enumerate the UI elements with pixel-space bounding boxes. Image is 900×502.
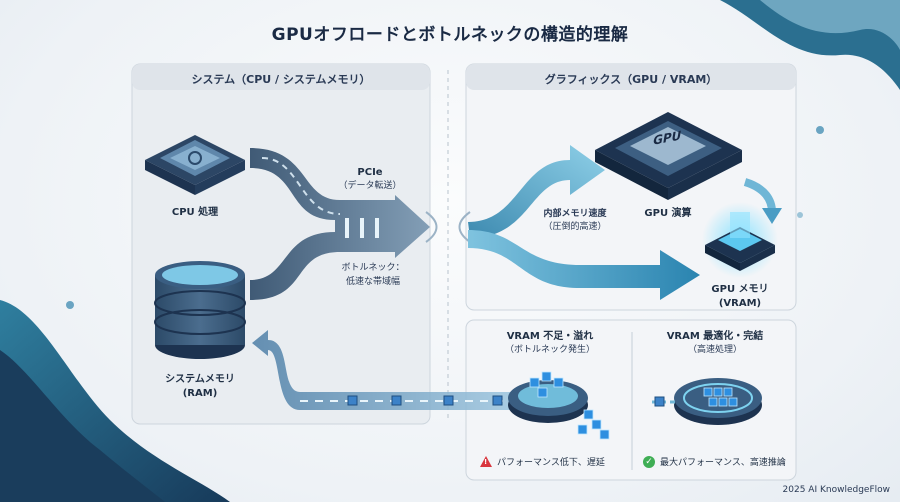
vram-chip-icon: [705, 212, 775, 271]
gpu-label: GPU 演算: [644, 208, 692, 219]
left-panel-title: システム（CPU / システムメモリ）: [191, 73, 371, 86]
vram-sub-label: (VRAM): [718, 298, 762, 309]
check-icon: ✓: [643, 455, 655, 468]
optimized-title: VRAM 最適化・完結: [666, 331, 764, 342]
ram-label: システムメモリ: [165, 374, 235, 385]
overflow-disk-icon: [508, 371, 610, 440]
page-title: GPUオフロードとボトルネックの構造的理解: [271, 25, 629, 45]
optimized-status-text: 最大パフォーマンス、高速推論: [660, 458, 786, 468]
inner-memory-label: 内部メモリ速度: [543, 209, 607, 219]
overflow-status-text: パフォーマンス低下、遅延: [497, 458, 605, 468]
bus-to-vram-arrow: [468, 230, 700, 300]
pcie-sub-label: （データ転送）: [338, 181, 402, 191]
gpu-chip-icon: [595, 112, 742, 200]
optimized-sub: （高速処理）: [687, 345, 742, 355]
footer-credit: 2025 AI KnowledgeFlow: [782, 485, 890, 495]
optimized-disk-icon: [674, 378, 762, 425]
wave-top-right-light: [760, 0, 900, 50]
data-block-icons: [347, 395, 503, 406]
optimized-status: ✓ 最大パフォーマンス、高速推論: [643, 455, 786, 468]
ram-sub-label: (RAM): [182, 388, 218, 399]
overflow-sub: （ボトルネック発生）: [504, 345, 595, 355]
bus-to-gpu-arrow: [468, 145, 605, 238]
bottleneck-label: ボトルネック：: [341, 263, 405, 273]
warning-icon: !: [480, 456, 492, 467]
right-panel-title: グラフィックス（GPU / VRAM）: [544, 73, 718, 86]
cpu-label: CPU 処理: [171, 207, 219, 218]
overflow-status: ! パフォーマンス低下、遅延: [480, 455, 605, 468]
pcie-label: PCIe: [357, 167, 383, 178]
wave-bottom-left-light: [0, 350, 165, 502]
cpu-chip-icon: [145, 135, 245, 195]
bottleneck-detail: 低速な帯域幅: [345, 277, 400, 287]
ram-disk-icon: [154, 261, 246, 359]
overflow-title: VRAM 不足・溢れ: [506, 331, 594, 342]
vram-label: GPU メモリ: [711, 284, 769, 295]
inner-memory-sub-label: （圧倒的高速）: [543, 222, 607, 232]
